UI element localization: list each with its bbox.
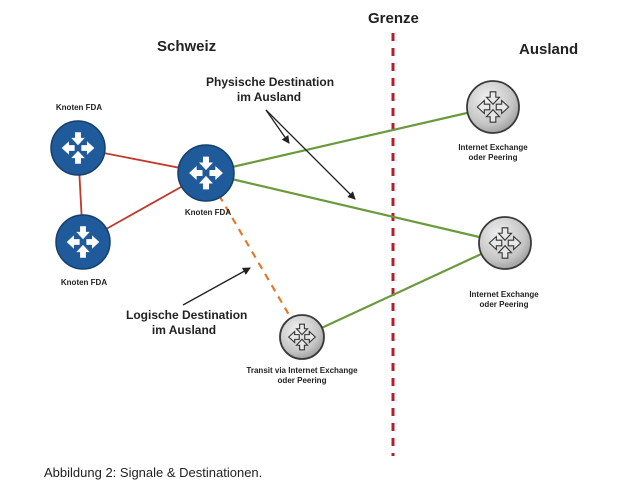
node-label-fda-3: Knoten FDA [184, 208, 232, 217]
router-icon [55, 214, 111, 270]
node-label-ix-1-line2: oder Peering [468, 153, 518, 162]
logical-annotation-arrow [182, 267, 251, 306]
router-icon [50, 120, 106, 176]
physical-annotation-arrow-2 [265, 109, 356, 200]
arrow-up-icon [71, 150, 85, 164]
node-label-fda-2: Knoten FDA [60, 278, 108, 287]
arrow-down-icon [295, 323, 309, 336]
arrow-up-icon [295, 338, 309, 351]
node-label-ix-1-line1: Internet Exchange [458, 143, 528, 152]
arrow-left-icon [488, 235, 503, 251]
fda-router-node-fda-1 [50, 120, 106, 176]
arrow-right-icon [507, 235, 522, 251]
annotation-physical-destination: Physische Destination im Ausland [206, 75, 335, 105]
physical-annotation-arrow-1 [265, 109, 290, 144]
node-label-transit-line1: Transit via Internet Exchange [246, 366, 358, 375]
edge-fda-3-ix-1 [205, 105, 494, 175]
exchange-router-node-ix-1 [466, 80, 520, 134]
arrow-right-icon [495, 99, 510, 115]
router-icon [466, 80, 520, 134]
exchange-router-node-ix-2 [478, 216, 532, 270]
arrow-down-icon [485, 91, 501, 106]
arrow-up-icon [485, 108, 501, 123]
fda-router-node-fda-2 [55, 214, 111, 270]
router-icon [177, 144, 235, 202]
node-label-transit-line2: oder Peering [277, 376, 327, 385]
arrow-left-icon [476, 99, 491, 115]
arrow-right-icon [81, 141, 95, 155]
router-icon [279, 314, 325, 360]
arrow-up-icon [199, 175, 213, 190]
node-label-ix-2-line1: Internet Exchange [469, 290, 539, 299]
node-label-ix-2: Internet Exchange oder Peering [459, 290, 549, 310]
arrow-up-icon [76, 244, 90, 258]
edge-fda-3-ix-2 [205, 171, 506, 245]
edges-layer [77, 105, 506, 338]
figure-caption: Abbildung 2: Signale & Destinationen. [44, 465, 263, 480]
arrow-down-icon [71, 132, 85, 146]
arrow-up-icon [497, 244, 513, 259]
nodes-layer [50, 80, 532, 360]
node-label-ix-1: Internet Exchange oder Peering [448, 143, 538, 163]
edge-fda-3-transit [205, 172, 303, 338]
node-label-transit: Transit via Internet Exchange oder Peeri… [242, 366, 362, 386]
node-label-fda-1: Knoten FDA [55, 103, 103, 112]
annotation-physical-line2: im Ausland [236, 90, 302, 104]
arrow-left-icon [189, 166, 203, 180]
exchange-router-node-transit [279, 314, 325, 360]
arrow-down-icon [497, 227, 513, 242]
region-label-grenze: Grenze [368, 10, 419, 27]
fda-router-node-fda-3 [177, 144, 235, 202]
region-label-ausland: Ausland [519, 41, 579, 58]
arrow-right-icon [209, 166, 223, 180]
annotation-logical-destination: Logische Destination im Ausland [126, 308, 248, 338]
arrow-left-icon [66, 235, 80, 249]
edge-transit-ix-2 [301, 242, 506, 338]
annotation-physical-line1: Physische Destination [206, 75, 335, 89]
arrow-right-icon [86, 235, 100, 249]
arrow-down-icon [76, 226, 90, 240]
region-label-schweiz: Schweiz [157, 38, 217, 55]
router-icon [478, 216, 532, 270]
node-label-ix-2-line2: oder Peering [479, 300, 529, 309]
arrow-left-icon [287, 330, 300, 344]
arrow-right-icon [304, 330, 317, 344]
annotation-logical-line2: im Ausland [151, 323, 217, 337]
annotation-logical-line1: Logische Destination [126, 308, 248, 322]
arrow-left-icon [61, 141, 75, 155]
arrow-down-icon [199, 156, 213, 171]
